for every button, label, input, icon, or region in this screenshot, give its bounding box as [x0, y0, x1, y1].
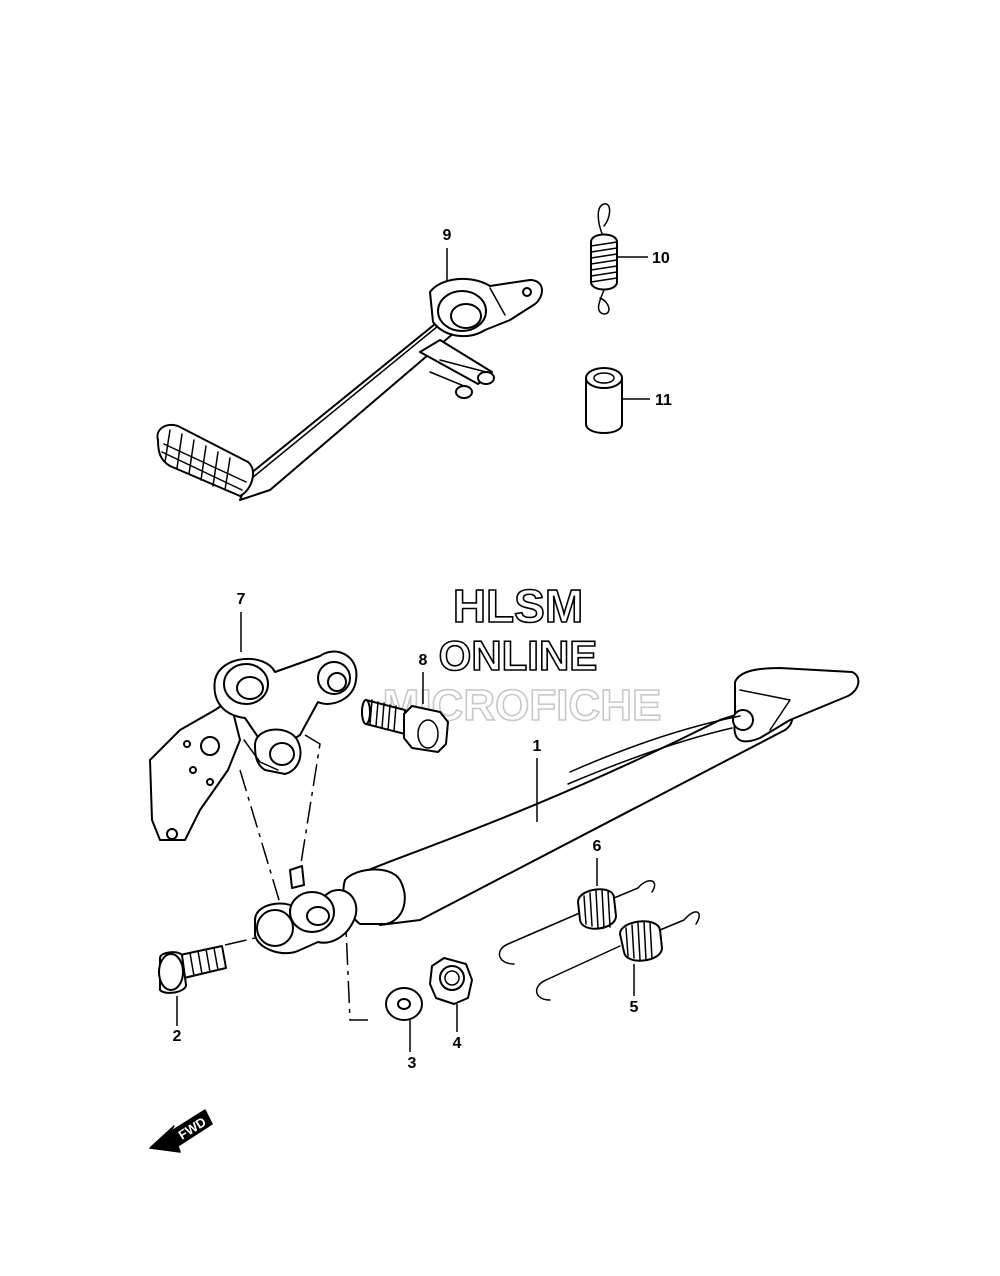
- watermark-line-1: HLSM: [453, 580, 583, 632]
- callout-2: 2: [173, 1028, 182, 1045]
- callout-8: 8: [419, 652, 428, 669]
- callout-10: 10: [652, 250, 670, 267]
- part-6-spring[interactable]: [498, 880, 656, 965]
- callout-3: 3: [408, 1055, 417, 1072]
- part-4-nut[interactable]: [429, 957, 473, 1005]
- callout-5: 5: [630, 999, 639, 1016]
- watermark-line-2: ONLINE: [439, 632, 598, 679]
- part-2-pivot-bolt[interactable]: [158, 945, 227, 994]
- part-7-bracket[interactable]: [149, 650, 358, 841]
- fwd-direction-arrow: FWD: [149, 1109, 213, 1153]
- part-8-bolt[interactable]: [361, 699, 449, 753]
- part-3-washer[interactable]: [385, 987, 423, 1021]
- assembly-line-c: [344, 904, 368, 1021]
- part-5-spring[interactable]: [536, 911, 700, 1001]
- assembly-line-d: [224, 937, 256, 946]
- part-9-shift-lever[interactable]: [156, 277, 543, 501]
- part-10-spring[interactable]: [590, 203, 618, 315]
- callout-1: 1: [533, 738, 542, 755]
- callout-4: 4: [453, 1035, 462, 1052]
- callout-6: 6: [593, 838, 602, 855]
- callout-11: 11: [655, 392, 672, 409]
- part-1-side-stand[interactable]: [254, 667, 860, 955]
- part-11-collar[interactable]: [585, 367, 623, 434]
- callout-7: 7: [237, 591, 246, 608]
- assembly-line-b: [297, 734, 321, 883]
- assembly-line-a: [239, 769, 283, 911]
- callout-9: 9: [443, 227, 452, 244]
